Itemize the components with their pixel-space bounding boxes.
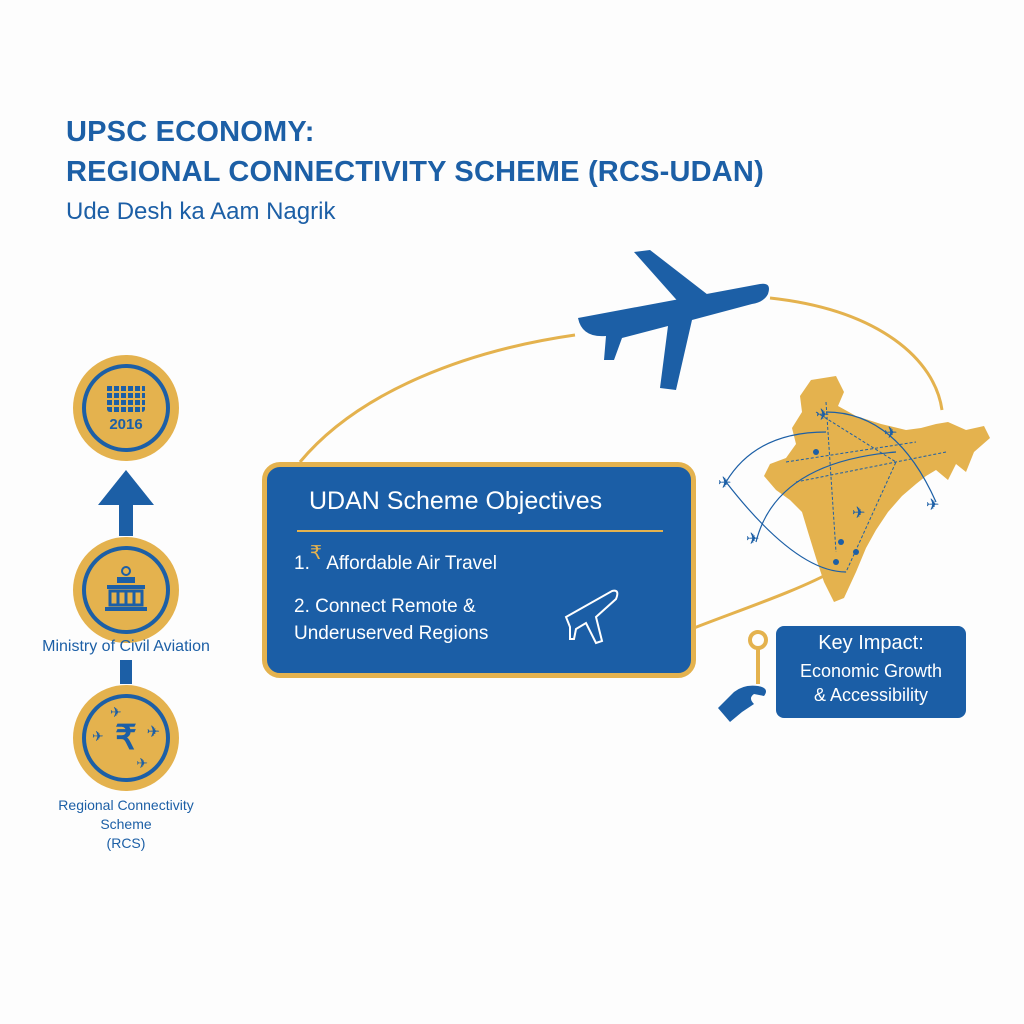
rcs-label: Regional Connectivity Scheme (RCS) [30, 796, 222, 853]
key-impact-panel: Key Impact: Economic Growth & Accessibil… [776, 626, 966, 718]
plane-icon: ✈ [110, 704, 122, 720]
plane-icon: ✈ [136, 755, 148, 771]
divider [297, 530, 663, 532]
rcs-circle: ₹ ✈ ✈ ✈ ✈ [73, 685, 179, 791]
objective-1: Affordable Air Travel [326, 553, 497, 574]
calendar-icon [107, 383, 145, 412]
impact-line-2: & Accessibility [813, 685, 929, 705]
rcs-label-line-3: (RCS) [106, 835, 146, 851]
ministry-circle [73, 537, 179, 643]
title-line-2: REGIONAL CONNECTIVITY SCHEME (RCS-UDAN) [66, 156, 764, 188]
rcs-label-line-1: Regional Connectivity [58, 797, 194, 813]
india-map: ✈ ✈ ✈ ✈ ✈ ✈ [718, 376, 990, 602]
government-building-icon [105, 566, 147, 611]
svg-text:✈: ✈ [852, 505, 865, 522]
objectives-panel: UDAN Scheme Objectives 1.₹ Affordable Ai… [262, 462, 696, 678]
year-label: 2016 [109, 415, 143, 433]
item-1-number: 1. [294, 553, 310, 574]
rcs-label-line-2: Scheme [100, 816, 152, 832]
subtitle: Ude Desh ka Aam Nagrik [66, 198, 336, 225]
objective-2-line-2: Underuserved Regions [294, 623, 489, 644]
objective-2-line-1: 2. Connect Remote & [294, 596, 476, 617]
objectives-heading: UDAN Scheme Objectives [309, 487, 603, 515]
svg-text:✈: ✈ [746, 531, 759, 548]
svg-text:✈: ✈ [816, 407, 829, 424]
impact-line-1: Economic Growth [799, 661, 943, 681]
svg-text:✈: ✈ [718, 475, 731, 492]
airplane-outline-icon [564, 589, 619, 645]
airplane-icon [578, 250, 769, 390]
rupee-icon: ₹ [115, 719, 137, 757]
rupee-icon: ₹ [309, 543, 322, 564]
title-line-1: UPSC ECONOMY: [66, 116, 315, 148]
year-circle: 2016 [73, 355, 179, 461]
plane-icon: ✈ [92, 728, 104, 744]
impact-heading: Key Impact: [818, 632, 924, 654]
ministry-label: Ministry of Civil Aviation [42, 638, 210, 655]
svg-text:✈: ✈ [884, 425, 897, 442]
svg-text:✈: ✈ [926, 497, 939, 514]
plane-icon: ✈ [146, 724, 160, 741]
hand-holding-key-icon [718, 630, 768, 722]
route-plane-icons: ✈ ✈ ✈ ✈ ✈ ✈ [718, 407, 939, 565]
